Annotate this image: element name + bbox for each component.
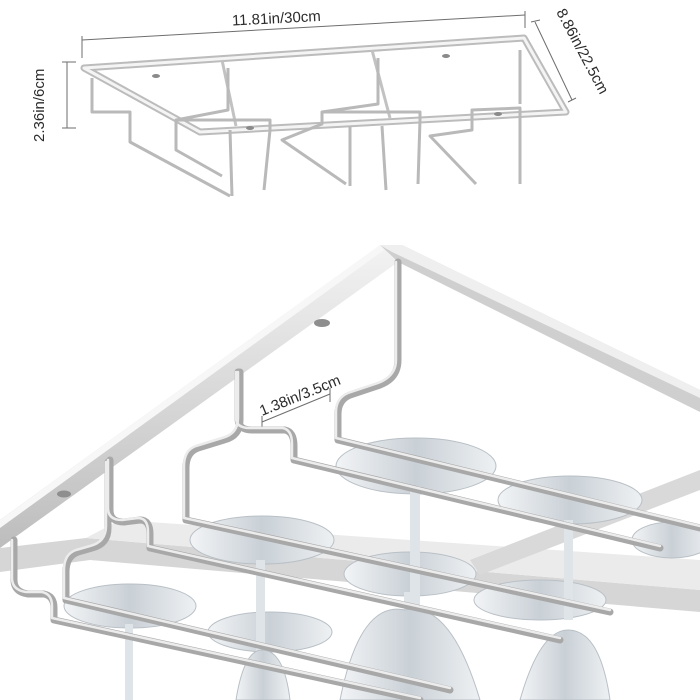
depth-dimension-label: 8.86in/22.5cm (552, 6, 611, 97)
width-dimension-label: 11.81in/30cm (232, 8, 322, 30)
large-rack-rails (10, 258, 700, 700)
top-rack-view (80, 34, 570, 198)
large-rack-frame-left (0, 245, 398, 548)
top-rack-rails (90, 50, 522, 198)
large-rack-frame-back (380, 245, 700, 412)
height-dimension-label: 2.36in/6cm (31, 69, 48, 142)
top-rack-crossbar (370, 49, 392, 119)
dimension-guides (62, 11, 577, 430)
large-rack-view (0, 245, 700, 700)
